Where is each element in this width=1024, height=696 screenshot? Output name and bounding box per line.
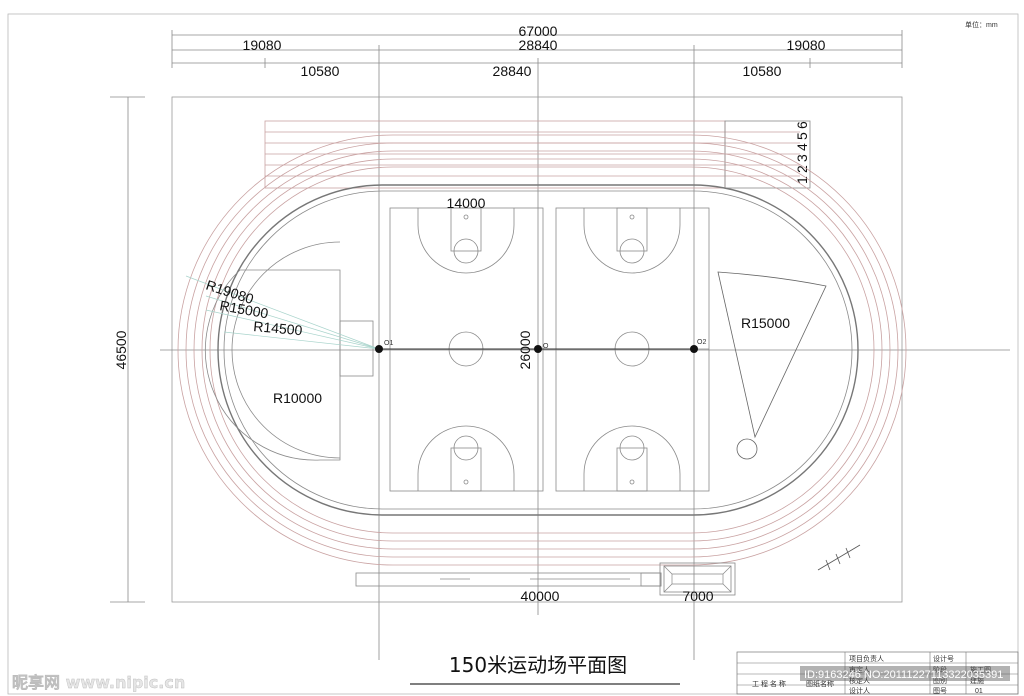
field-boundary [171, 96, 903, 603]
lane-numbers: 1 2 3 4 5 6 [794, 121, 810, 184]
left-dimension [110, 96, 145, 603]
sand-pit-outer [659, 562, 736, 596]
point-o1 [375, 345, 383, 353]
tb-drawing-no: 图号 [933, 687, 947, 695]
lane-number: 1 [794, 176, 810, 184]
watermark-logo: 昵享网 www.nipic.cn [12, 673, 185, 692]
tb-project-lead: 项目负责人 [849, 654, 884, 663]
dim-center-inner: 28840 [493, 63, 532, 79]
running-track [177, 134, 907, 566]
dim-left-inner: 10580 [301, 63, 340, 79]
label-o2: O2 [697, 339, 706, 346]
lane-number: 6 [794, 121, 810, 129]
label-o: O [543, 343, 549, 350]
drawing-title: 150米运动场平面图 [449, 653, 627, 677]
radius-sector: R15000 [741, 315, 790, 331]
sand-pit-bevel [663, 565, 732, 593]
tb-design-no: 设计号 [933, 654, 954, 663]
dim-length: 40000 [521, 588, 560, 604]
throwing-circle [736, 438, 758, 460]
direction-marker [817, 544, 861, 571]
sheet-border [7, 13, 1019, 695]
dim-total: 67000 [519, 23, 558, 39]
point-o2 [690, 345, 698, 353]
title-block [736, 651, 1019, 695]
radius-r10000: R10000 [273, 390, 322, 406]
long-jump-runway [355, 572, 662, 587]
throw-circle-box [339, 320, 374, 377]
tb-approver: 审定人 [849, 665, 870, 674]
court-width-label: 14000 [447, 195, 486, 211]
label-o1: O1 [384, 340, 393, 347]
tb-drawing-name: 图纸名称 [806, 679, 834, 688]
radius-rays [185, 275, 380, 350]
radius-r14500: R14500 [253, 318, 303, 338]
tb-project-name: 工 程 名 称 [752, 679, 786, 688]
lane-number: 4 [794, 143, 810, 151]
lane-number: 5 [794, 132, 810, 140]
lane-number: 2 [794, 165, 810, 173]
point-o [534, 345, 542, 353]
sand-pit-inner [663, 565, 732, 593]
dim-right-inner: 10580 [743, 63, 782, 79]
tb-category: 图别 [933, 676, 947, 685]
unit-label: 单位：mm [965, 20, 998, 29]
tb-designer: 设计人 [849, 686, 870, 695]
dim-center-outer: 28840 [519, 37, 558, 53]
tb-drawing-no-value: 01 [975, 688, 983, 695]
watermark-id: ID:9163246 NO:20111227113322035391 [804, 669, 1003, 681]
dim-left-outer: 19080 [243, 37, 282, 53]
top-dimension-chain [171, 30, 903, 660]
straight-lanes [264, 120, 811, 189]
tb-category-value: 建施 [970, 676, 984, 685]
tb-stage: 阶段 [933, 665, 947, 674]
field-event-area [205, 269, 341, 461]
watermark-id-bg [800, 666, 1010, 681]
dim-pit: 7000 [682, 588, 713, 604]
dim-right-outer: 19080 [787, 37, 826, 53]
lane-number: 3 [794, 154, 810, 162]
throwing-sector [717, 271, 827, 439]
tb-stage-value: 施工图 [970, 665, 991, 674]
dim-height: 46500 [113, 330, 129, 369]
center-dimension: 26000 [517, 330, 533, 369]
d-zone [231, 241, 341, 459]
tb-checker: 核定人 [849, 676, 870, 685]
